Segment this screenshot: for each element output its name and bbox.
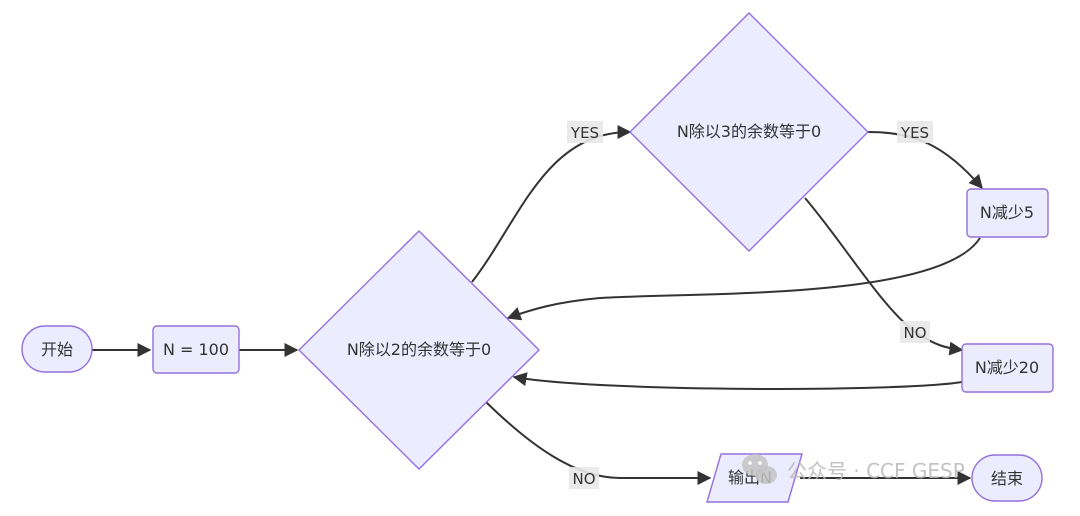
edge-mod2-no-to-output — [485, 401, 712, 485]
edge-label-mod3-no: NO — [900, 321, 930, 343]
edge-label-mod3-yes-text: YES — [900, 124, 929, 142]
node-minus5: N减少5 — [966, 188, 1049, 238]
edge-minus5-to-mod2 — [506, 237, 981, 321]
edge-label-mod2-no-text: NO — [572, 470, 595, 488]
edge-label-mod2-yes: YES — [567, 121, 603, 143]
node-end-label: 结束 — [991, 469, 1023, 488]
wechat-icon — [742, 454, 777, 484]
watermark: 公众号 · CCF GESP — [742, 454, 965, 484]
node-mod2-decision: N除以2的余数等于0 — [298, 230, 540, 470]
edge-label-mod2-no: NO — [569, 467, 599, 489]
node-start-label: 开始 — [41, 340, 73, 359]
edge-label-mod2-yes-text: YES — [570, 124, 599, 142]
node-init: N = 100 — [152, 325, 240, 374]
node-init-label: N = 100 — [163, 340, 229, 359]
node-end: 结束 — [971, 454, 1043, 502]
node-mod3-decision: N除以3的余数等于0 — [629, 12, 869, 252]
node-minus5-label: N减少5 — [980, 203, 1034, 222]
edge-label-mod3-yes: YES — [897, 121, 933, 143]
watermark-text: 公众号 · CCF GESP — [787, 459, 965, 483]
node-mod3-label: N除以3的余数等于0 — [677, 122, 821, 141]
node-minus20: N减少20 — [961, 343, 1054, 393]
edge-mod3-yes-to-minus5 — [867, 131, 983, 190]
node-start: 开始 — [21, 325, 93, 373]
edge-mod3-no-to-minus20 — [804, 197, 964, 356]
edge-label-mod3-no-text: NO — [903, 324, 926, 342]
node-minus20-label: N减少20 — [975, 358, 1039, 377]
edge-mod2-yes-to-mod3 — [471, 125, 632, 283]
node-mod2-label: N除以2的余数等于0 — [347, 340, 491, 359]
edge-minus20-to-mod2 — [512, 372, 963, 390]
